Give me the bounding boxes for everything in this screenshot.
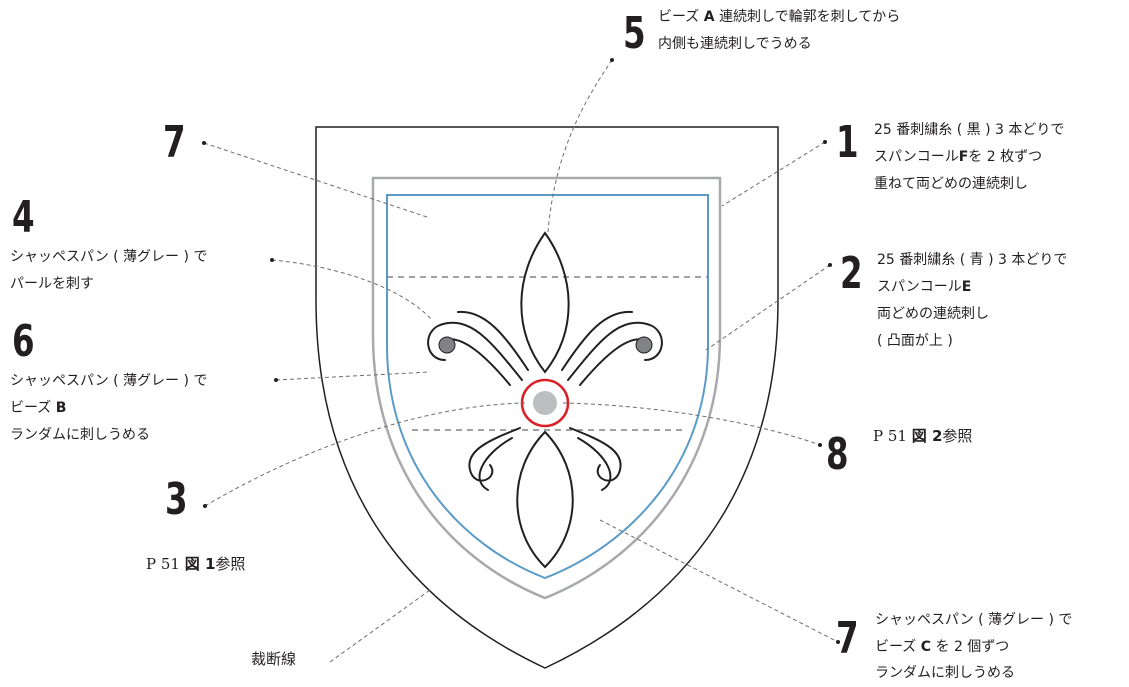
step-1-text-line2: スパンコールFを 2 枚ずつ bbox=[874, 149, 1043, 165]
step-2-text-line1: 25 番刺繍糸 ( 青 ) 3 本どりで bbox=[877, 252, 1068, 268]
step-7-text-line2: ビーズ C を 2 個ずつ bbox=[875, 639, 1010, 655]
step-6-text-line3: ランダムに刺しうめる bbox=[10, 427, 150, 443]
step-3-reference: P 51 図 1参照 bbox=[146, 555, 246, 573]
leader-dots bbox=[202, 58, 840, 644]
step-4-text-line1: シャッペスパン ( 薄グレー ) で bbox=[10, 249, 208, 265]
gray-sequin-border bbox=[371, 176, 722, 600]
step-5-number: 5 bbox=[623, 8, 646, 59]
step-1-text-line3: 重ねて両どめの連続刺し bbox=[874, 176, 1028, 192]
step-2-text-line2: スパンコールE bbox=[877, 279, 972, 295]
fleur-de-lis-motif bbox=[427, 231, 663, 569]
step-3-number: 3 bbox=[165, 474, 188, 525]
leader-lines bbox=[203, 59, 839, 663]
step-4-number: 4 bbox=[12, 192, 35, 243]
step-7-text-line1: シャッペスパン ( 薄グレー ) で bbox=[875, 612, 1073, 628]
step-7-text-line3: ランダムに刺しうめる bbox=[875, 665, 1015, 681]
top-petal bbox=[520, 231, 570, 374]
step-6-text-line2: ビーズ B bbox=[10, 400, 67, 416]
pearl-right bbox=[635, 336, 653, 354]
cut-line-label: 裁断線 bbox=[251, 650, 297, 668]
pearl-left bbox=[438, 336, 456, 354]
step-8-number: 8 bbox=[826, 429, 849, 480]
step-5-text-line1: ビーズ A 連続刺しで輪郭を刺してから bbox=[658, 9, 901, 25]
step-7-number-top: 7 bbox=[163, 117, 186, 168]
step-1-number: 1 bbox=[836, 117, 859, 168]
step-5-text-line2: 内側も連続刺しでうめる bbox=[658, 36, 812, 52]
step-8-reference: P 51 図 2参照 bbox=[873, 427, 973, 445]
step-4-text-line2: パールを刺す bbox=[10, 276, 94, 292]
step-6-number: 6 bbox=[12, 316, 35, 367]
step-2-text-line4: ( 凸面が上 ) bbox=[877, 333, 953, 349]
blue-sequin-border bbox=[386, 194, 709, 580]
step-2-text-line3: 両どめの連続刺し bbox=[877, 306, 989, 322]
step-6-text-line1: シャッペスパン ( 薄グレー ) で bbox=[10, 373, 208, 389]
step-1-text-line1: 25 番刺繍糸 ( 黒 ) 3 本どりで bbox=[874, 122, 1065, 138]
step-7-number-bottom: 7 bbox=[836, 613, 859, 664]
outer-cut-line bbox=[315, 126, 779, 669]
step-2-number: 2 bbox=[840, 248, 863, 299]
bottom-petal bbox=[516, 430, 574, 569]
center-bead bbox=[533, 391, 557, 415]
